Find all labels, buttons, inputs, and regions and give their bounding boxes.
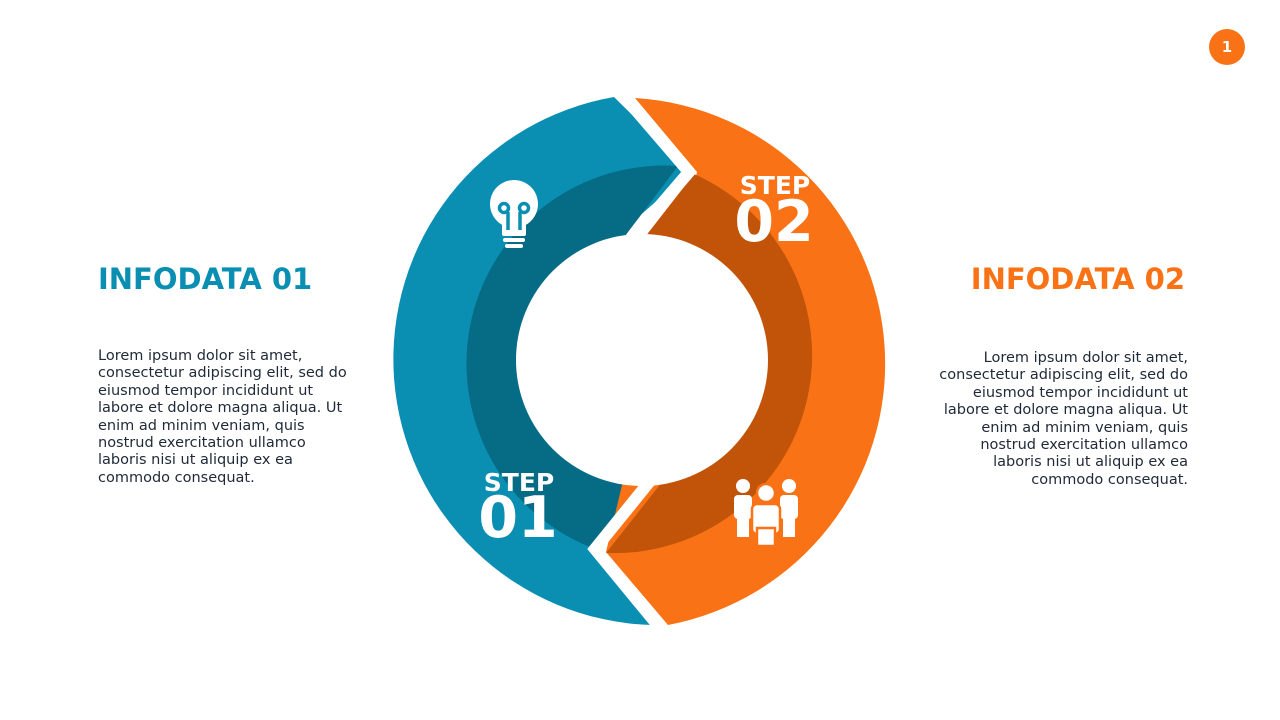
center-hole [516,234,768,486]
step-01-word: STEP [484,468,554,497]
lightbulb-icon [490,180,538,248]
infodata-01-title: INFODATA 01 [98,262,313,296]
step-02-inner-arc [606,174,813,554]
step-02-word: STEP [740,171,810,200]
step-01-inner-arc [466,165,678,547]
step-02-number: 02 [734,189,813,255]
people-group-icon [734,479,798,548]
infodata-02-title: INFODATA 02 [970,262,1185,296]
step-01-number: 01 [478,485,557,551]
infodata-01-body: Lorem ipsum dolor sit amet, consectetur … [98,348,347,486]
page-number-badge: 1 [1209,29,1245,65]
bottom-chevron-gap [587,477,665,632]
top-chevron-gap [617,90,697,247]
infodata-02-body: Lorem ipsum dolor sit amet, consectetur … [939,350,1188,488]
